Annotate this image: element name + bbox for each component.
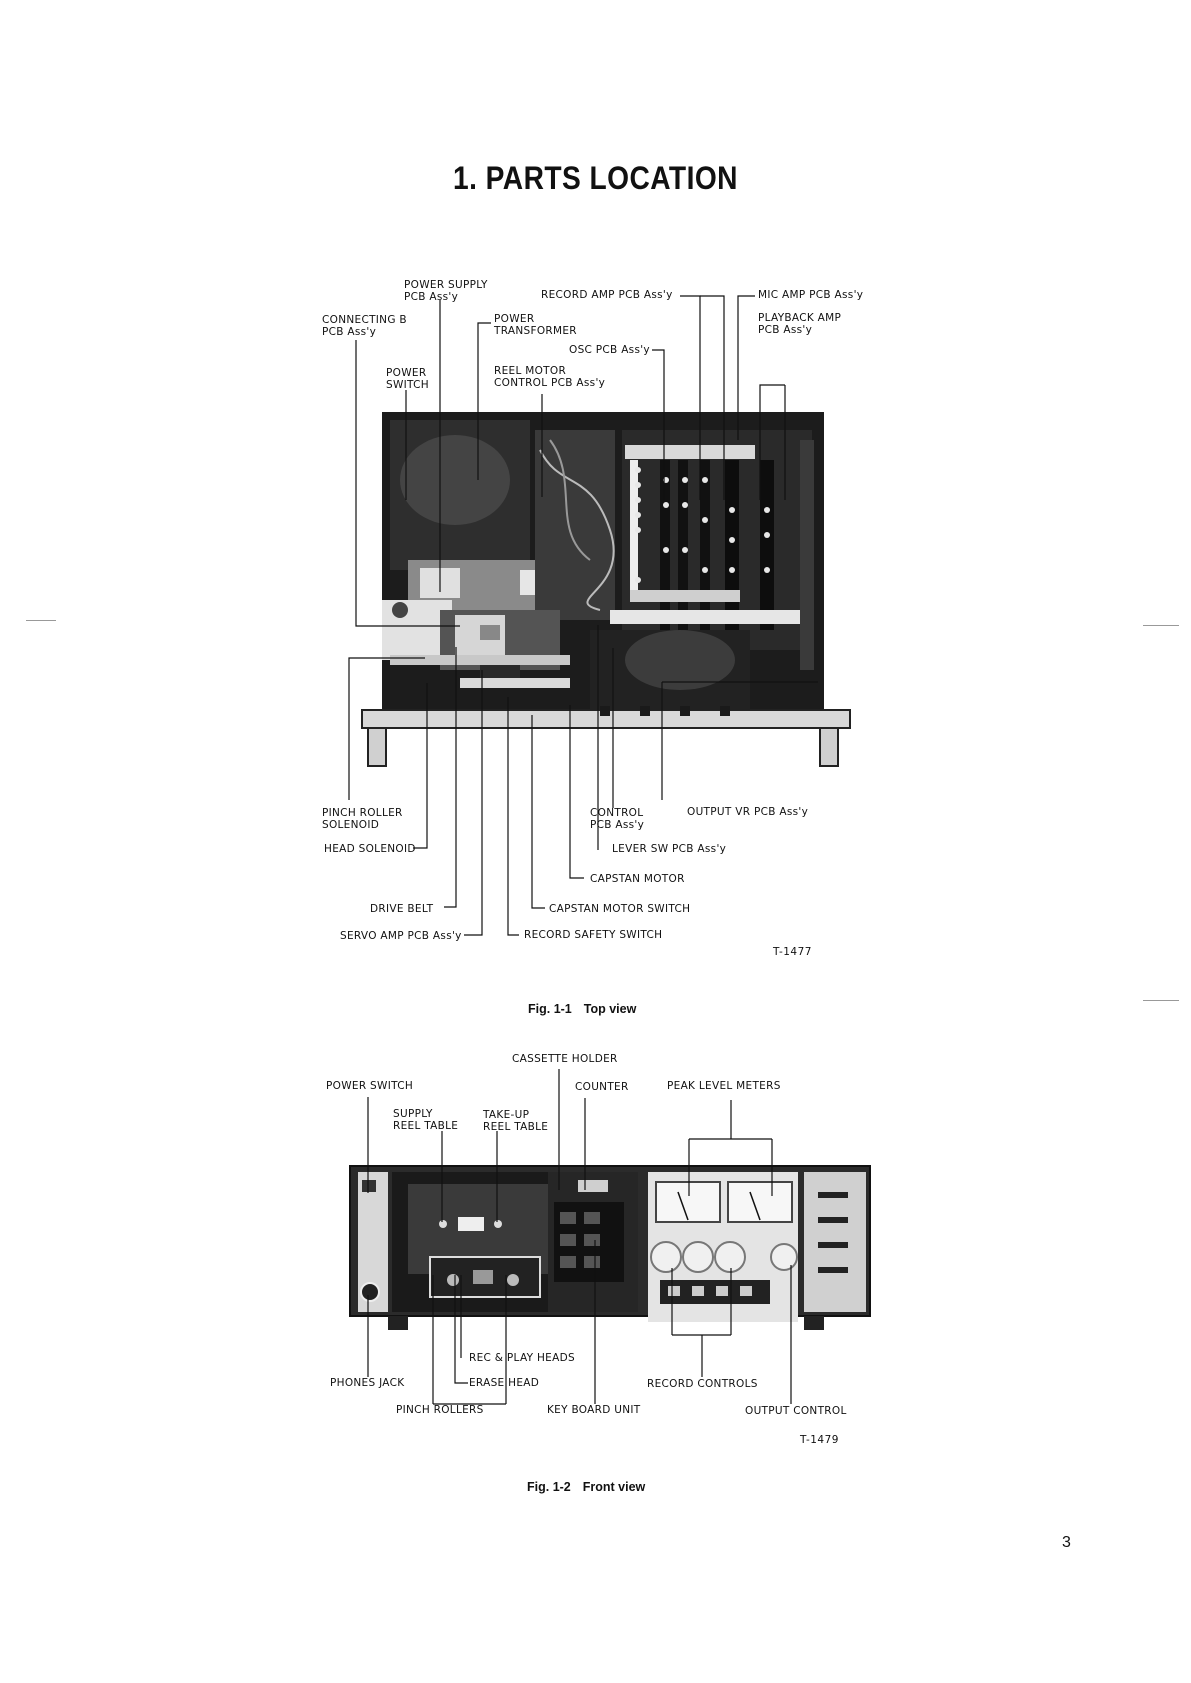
label-power-transformer: POWER TRANSFORMER: [494, 313, 577, 337]
fig1-caption-title: Top view: [583, 1002, 637, 1016]
label-key-board-unit: KEY BOARD UNIT: [547, 1404, 641, 1416]
front-view-photo: [349, 1165, 871, 1330]
label-output-control: OUTPUT CONTROL: [745, 1405, 847, 1417]
label-reel-motor-control-pcb: REEL MOTOR CONTROL PCB Ass'y: [494, 365, 606, 389]
page-title: 1. PARTS LOCATION: [453, 160, 738, 196]
label-record-safety-switch: RECORD SAFETY SWITCH: [524, 929, 663, 941]
label-mic-amp-pcb: MIC AMP PCB Ass'y: [758, 289, 864, 301]
label-pinch-roller-solenoid: PINCH ROLLER SOLENOID: [322, 807, 403, 831]
label-capstan-motor-switch: CAPSTAN MOTOR SWITCH: [549, 903, 691, 915]
label-head-solenoid: HEAD SOLENOID: [324, 843, 416, 855]
label-power-switch: POWER SWITCH: [386, 367, 429, 391]
fig1-code: T-1477: [773, 946, 812, 958]
label-control-pcb: CONTROL PCB Ass'y: [590, 807, 645, 831]
label-capstan-motor: CAPSTAN MOTOR: [590, 873, 685, 885]
label-record-amp-pcb: RECORD AMP PCB Ass'y: [541, 289, 673, 301]
fig1-caption: Fig. 1-1 Top view: [528, 1002, 636, 1016]
label-record-controls: RECORD CONTROLS: [647, 1378, 758, 1390]
label-servo-amp-pcb: SERVO AMP PCB Ass'y: [340, 930, 462, 942]
top-view-photo: [361, 412, 851, 767]
label-rec-play-heads: REC & PLAY HEADS: [469, 1352, 575, 1364]
fig1-caption-number: Fig. 1-1: [528, 1002, 572, 1016]
label-pinch-rollers: PINCH ROLLERS: [396, 1404, 484, 1416]
label-osc-pcb: OSC PCB Ass'y: [569, 344, 650, 356]
label-erase-head: ERASE HEAD: [469, 1377, 540, 1389]
page-number: 3: [1062, 1534, 1071, 1551]
label-takeup-reel-table: TAKE-UP REEL TABLE: [483, 1109, 549, 1133]
label-drive-belt: DRIVE BELT: [370, 903, 434, 915]
fig2-caption-title: Front view: [582, 1480, 646, 1494]
label-front-power-switch: POWER SWITCH: [326, 1080, 414, 1092]
label-lever-sw-pcb: LEVER SW PCB Ass'y: [612, 843, 727, 855]
label-cassette-holder: CASSETTE HOLDER: [512, 1053, 618, 1065]
fig2-code: T-1479: [800, 1434, 839, 1446]
label-counter: COUNTER: [575, 1081, 629, 1093]
scan-mark: [1143, 625, 1179, 626]
label-supply-reel-table: SUPPLY REEL TABLE: [393, 1108, 459, 1132]
label-connecting-b-pcb: CONNECTING B PCB Ass'y: [322, 314, 407, 338]
scan-mark: [1143, 1000, 1179, 1001]
scan-mark: [26, 620, 56, 621]
label-power-supply-pcb: POWER SUPPLY PCB Ass'y: [404, 279, 488, 303]
fig2-caption: Fig. 1-2 Front view: [527, 1480, 645, 1494]
label-peak-level-meters: PEAK LEVEL METERS: [667, 1080, 781, 1092]
fig2-caption-number: Fig. 1-2: [527, 1480, 571, 1494]
label-playback-amp-pcb: PLAYBACK AMP PCB Ass'y: [758, 312, 842, 336]
label-phones-jack: PHONES JACK: [330, 1377, 405, 1389]
label-output-vr-pcb: OUTPUT VR PCB Ass'y: [687, 806, 809, 818]
